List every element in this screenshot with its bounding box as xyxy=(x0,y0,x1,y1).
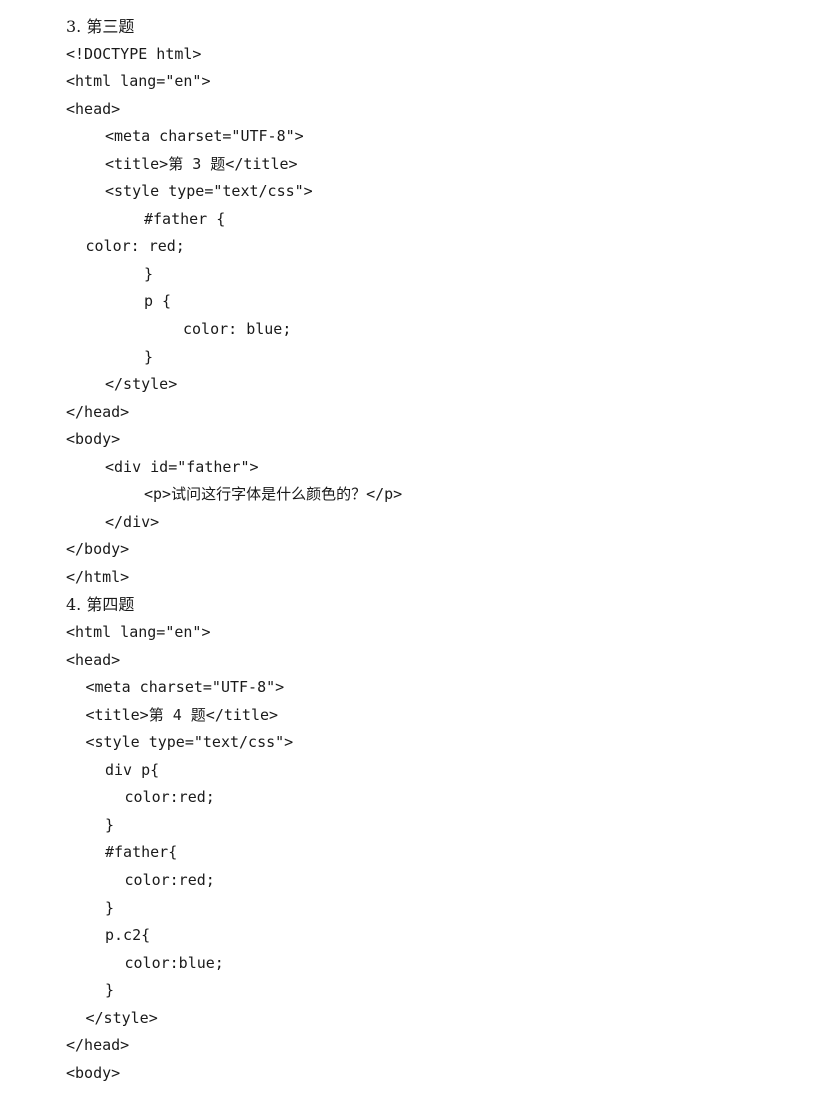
code-line: <head> xyxy=(66,99,121,118)
section-4-heading: 4. 第四题 xyxy=(66,595,135,615)
code-line: </body> xyxy=(66,540,130,559)
code-line: <meta charset="UTF-8"> xyxy=(105,127,304,146)
code-line: p.c2{ xyxy=(105,926,151,945)
code-line: <body> xyxy=(66,430,121,449)
code-line: <p>试问这行字体是什么颜色的？</p> xyxy=(144,485,403,504)
code-line: <title>第 4 题</title> xyxy=(85,705,279,724)
document-page: 3. 第三题 <!DOCTYPE html> <html lang="en"> … xyxy=(66,13,786,1087)
code-line: <html lang="en"> xyxy=(66,72,211,91)
code-line: color:blue; xyxy=(124,953,224,972)
code-line: </head> xyxy=(66,402,130,421)
code-line: </style> xyxy=(105,375,178,394)
code-line: <!DOCTYPE html> xyxy=(66,44,202,63)
code-line: <style type="text/css"> xyxy=(85,733,294,752)
code-line: </style> xyxy=(85,1008,158,1027)
code-line: color:red; xyxy=(124,788,215,807)
code-line: color:red; xyxy=(124,870,215,889)
code-line: #father { xyxy=(144,209,226,228)
code-line: color: blue; xyxy=(183,320,292,339)
section-3-code: <!DOCTYPE html> <html lang="en"> <head> … xyxy=(66,41,786,592)
code-line: div p{ xyxy=(105,760,160,779)
code-line: </head> xyxy=(66,1036,130,1055)
code-line: p { xyxy=(144,292,172,311)
section-4-code: <html lang="en"> <head> <meta charset="U… xyxy=(66,619,786,1087)
code-line: <div id="father"> xyxy=(105,457,259,476)
code-line: <meta charset="UTF-8"> xyxy=(85,678,285,697)
code-line: </html> xyxy=(66,567,130,586)
code-line: } xyxy=(105,815,115,834)
code-line: <html lang="en"> xyxy=(66,623,211,642)
code-line: } xyxy=(105,981,115,1000)
code-line: <head> xyxy=(66,650,121,669)
code-line: color: red; xyxy=(85,237,185,256)
code-line: } xyxy=(105,898,115,917)
section-3-heading: 3. 第三题 xyxy=(66,17,135,36)
code-line: #father{ xyxy=(105,843,178,862)
code-line: } xyxy=(144,347,154,366)
code-line: <body> xyxy=(66,1063,121,1082)
code-line: </div> xyxy=(105,512,160,531)
code-line: } xyxy=(144,264,154,283)
code-line: <style type="text/css"> xyxy=(105,182,313,201)
code-line: <title>第 3 题</title> xyxy=(105,154,298,173)
